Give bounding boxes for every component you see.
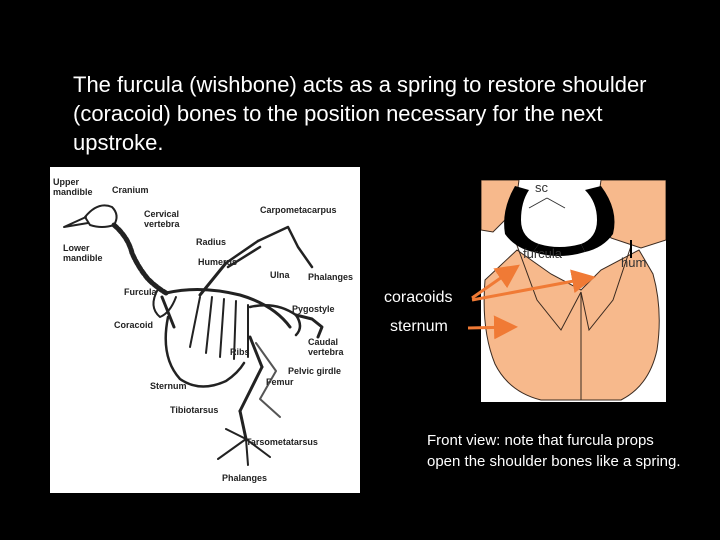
furcula-right-arm xyxy=(581,186,615,252)
label-carpometacarpus: Carpometacarpus xyxy=(260,205,337,215)
label-upper-mandible: Upper mandible xyxy=(53,177,93,197)
sternum-keel xyxy=(164,315,246,388)
coracoid-left xyxy=(514,239,582,331)
skeleton-drawing xyxy=(63,204,324,466)
label-sc: sc xyxy=(535,180,548,195)
label-caudal-vertebra: Caudal vertebra xyxy=(308,337,344,357)
label-phalanges-wing: Phalanges xyxy=(308,272,354,282)
furcula-left-arm xyxy=(504,186,539,252)
sternum-plate xyxy=(483,249,660,401)
label-cervical-vertebra: Cervical vertebra xyxy=(144,209,180,229)
skull-outline xyxy=(84,204,118,228)
sc-pointer xyxy=(528,197,566,209)
label-sternum: Sternum xyxy=(150,381,187,391)
slide-title: The furcula (wishbone) acts as a spring … xyxy=(73,72,647,155)
callout-coracoids: coracoids xyxy=(384,289,453,306)
label-pelvic-girdle: Pelvic girdle xyxy=(288,366,342,376)
foot-toes xyxy=(217,428,271,466)
label-furcula-front: furcula xyxy=(523,246,563,261)
humerus-bone xyxy=(198,261,228,297)
label-radius: Radius xyxy=(196,237,227,247)
hand-bones xyxy=(256,225,314,269)
femur-bone xyxy=(248,335,264,369)
label-furcula: Furcula xyxy=(124,287,157,297)
coracoid-bone xyxy=(160,295,176,329)
label-femur: Femur xyxy=(266,377,294,387)
spine-line xyxy=(164,287,292,329)
label-ribs: Ribs xyxy=(230,347,250,357)
front-view-drawing xyxy=(481,180,666,401)
label-humerus: Humerus xyxy=(198,257,238,267)
label-tibiotarsus: Tibiotarsus xyxy=(170,405,219,415)
callout-sternum: sternum xyxy=(390,318,448,335)
label-lower-mandible: Lower mandible xyxy=(63,243,103,263)
label-hum: hum xyxy=(621,255,647,270)
furcula-base xyxy=(533,244,585,256)
coracoid-right xyxy=(580,245,632,332)
tail-vertebrae xyxy=(294,313,324,339)
front-view-diagram: sc furcula hum xyxy=(481,180,666,402)
slide-caption: Front view: note that furcula props open… xyxy=(427,432,681,470)
tibiotarsus-bone xyxy=(238,365,264,413)
label-tarsometatarsus: Tarsometatarsus xyxy=(246,437,318,447)
label-pygostyle: Pygostyle xyxy=(292,304,335,314)
label-phalanges-foot: Phalanges xyxy=(222,473,268,483)
radius-ulna-bones xyxy=(224,239,262,269)
label-cranium: Cranium xyxy=(112,185,149,195)
neck-vertebrae xyxy=(111,222,169,296)
bird-skeleton-diagram: Upper mandible Cranium Cervical vertebra… xyxy=(50,167,360,493)
rear-leg xyxy=(255,342,281,418)
label-coracoid: Coracoid xyxy=(114,320,154,330)
furcula-bone xyxy=(152,288,177,318)
label-ulna: Ulna xyxy=(270,270,290,280)
ribs-lines xyxy=(189,296,249,360)
beak-outline xyxy=(63,216,89,228)
shoulder-left xyxy=(481,180,520,233)
tarsometatarsus-bone xyxy=(238,409,248,441)
